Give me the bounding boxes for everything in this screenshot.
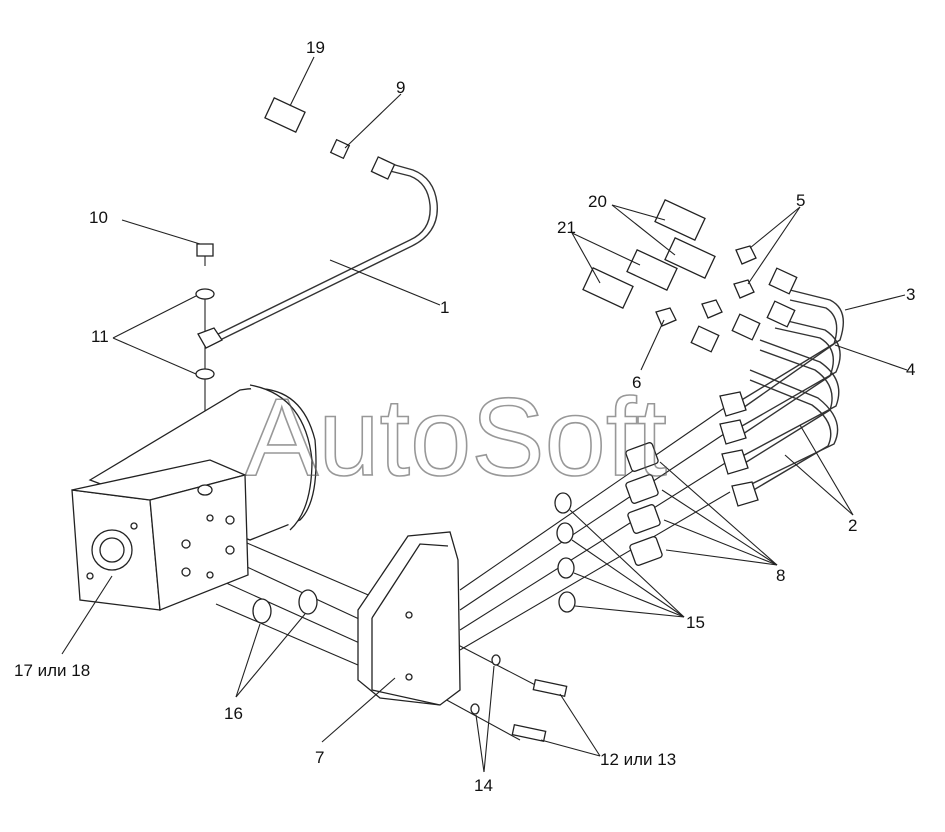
callout-labels: 19 9 10 1 11 20 5 21 3 4 6 2 8 15 17 или… [14,38,915,795]
callout-17-or-18: 17 или 18 [14,661,90,680]
adapters-8 [625,442,663,566]
callout-20: 20 [588,192,607,211]
callout-2: 2 [848,516,857,535]
pipe-1 [197,96,438,349]
bolts-12-13 [470,654,568,742]
callout-10: 10 [89,208,108,227]
callout-14: 14 [474,776,493,795]
callout-4: 4 [906,360,915,379]
callout-16: 16 [224,704,243,723]
fittings-5-6-20-21 [582,198,757,327]
callout-3: 3 [906,285,915,304]
o-rings-16 [252,589,318,624]
leader-lines [61,56,908,773]
callout-15: 15 [686,613,705,632]
watermark: AutoSoft [245,376,667,499]
callout-19: 19 [306,38,325,57]
callout-21: 21 [557,218,576,237]
callout-11: 11 [91,327,109,346]
callout-6: 6 [632,373,641,392]
pipe-bundle-2-3-4 [690,267,844,507]
pump-housing [71,384,317,611]
callout-12-or-13: 12 или 13 [600,750,676,769]
bolt-10 [195,243,215,380]
callout-5: 5 [796,191,805,210]
callout-7: 7 [315,748,324,767]
callout-9: 9 [396,78,405,97]
callout-1: 1 [440,298,449,317]
plate-7 [357,531,461,706]
o-rings-15 [554,492,576,613]
callout-8: 8 [776,566,785,585]
